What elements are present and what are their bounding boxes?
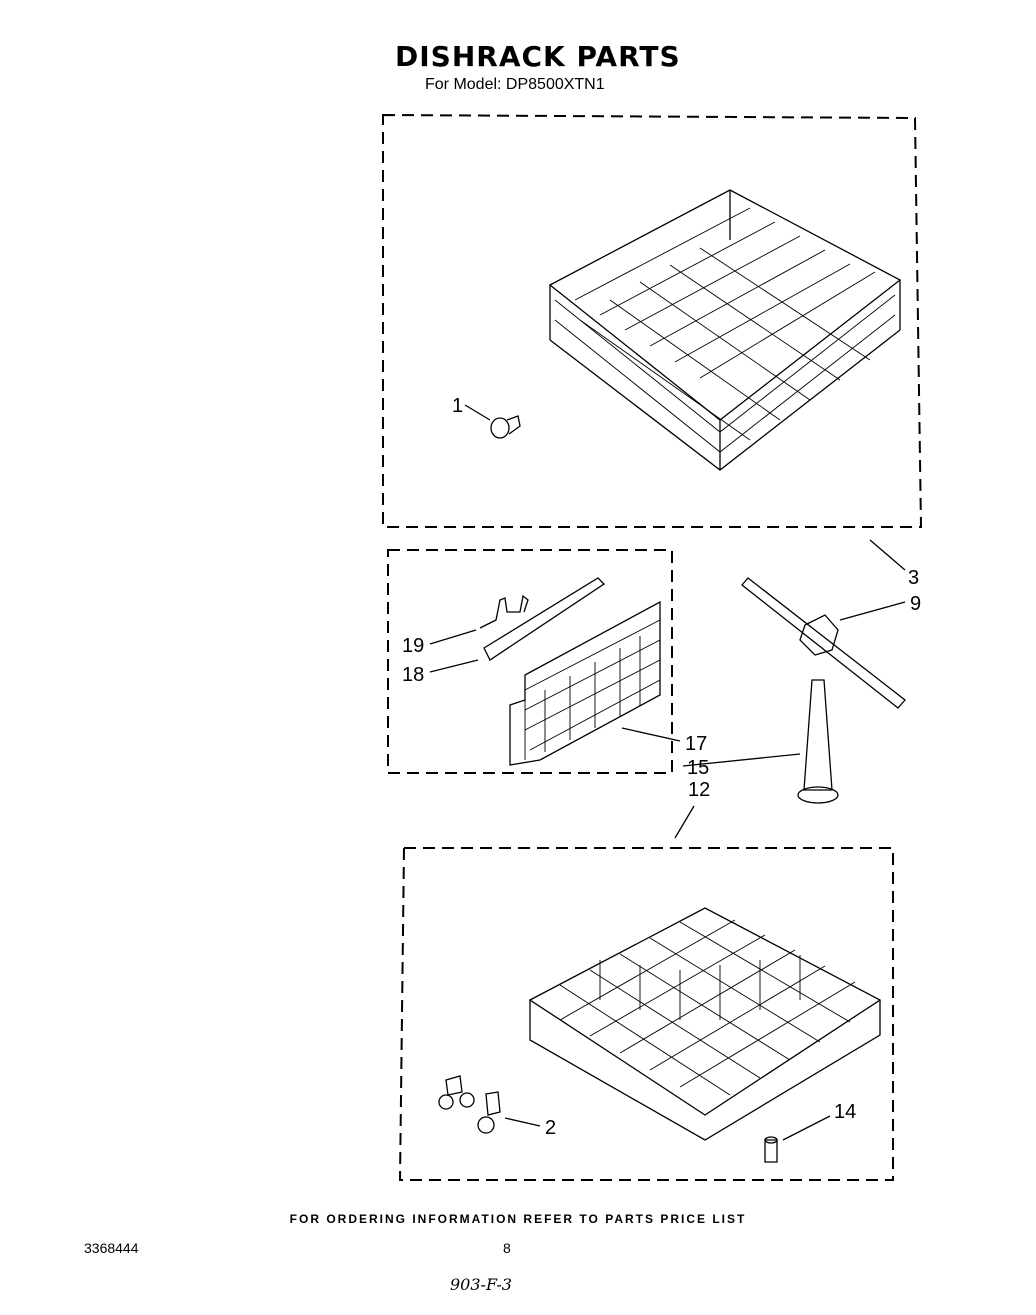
cylinder-part	[764, 1136, 778, 1163]
callout-17: 17	[685, 733, 707, 755]
rack-stop-part	[490, 415, 521, 439]
spray-arm-part	[741, 577, 906, 709]
callout-19: 19	[402, 635, 424, 657]
callout-14: 14	[834, 1101, 856, 1123]
page-number: 8	[503, 1240, 511, 1256]
leader-1	[464, 404, 491, 421]
leader-15	[682, 753, 801, 767]
hook-clip-part	[479, 594, 529, 629]
basket-group-box	[387, 549, 673, 774]
callout-9: 9	[910, 593, 921, 615]
document-number: 3368444	[84, 1240, 139, 1256]
leader-9	[839, 601, 906, 621]
ordering-note: FOR ORDERING INFORMATION REFER TO PARTS …	[289, 1212, 747, 1226]
roller-part	[438, 1075, 501, 1134]
basket-bar-part	[483, 577, 606, 661]
lower-rack-drawing	[528, 907, 882, 1141]
lower-rack-group-box	[398, 847, 894, 1181]
spray-tower-part	[797, 679, 839, 804]
leader-12	[674, 805, 695, 839]
page-title: DISHRACK PARTS	[395, 40, 681, 73]
leader-2	[504, 1117, 541, 1127]
leader-19	[429, 629, 477, 645]
model-subtitle: For Model: DP8500XTN1	[425, 76, 605, 93]
leader-3	[869, 539, 906, 571]
upper-rack-group-box	[382, 113, 923, 528]
silverware-basket-part	[509, 600, 661, 766]
callout-12: 12	[688, 779, 710, 801]
upper-rack-drawing	[548, 189, 902, 471]
leader-14	[782, 1115, 831, 1141]
callout-2: 2	[545, 1117, 556, 1139]
callout-1: 1	[452, 395, 463, 417]
handwritten-note: 903-F-3	[450, 1275, 512, 1294]
callout-18: 18	[402, 664, 424, 686]
callout-3: 3	[908, 567, 919, 589]
callout-15: 15	[687, 757, 709, 779]
leader-18	[429, 659, 479, 673]
leader-17	[621, 727, 681, 742]
